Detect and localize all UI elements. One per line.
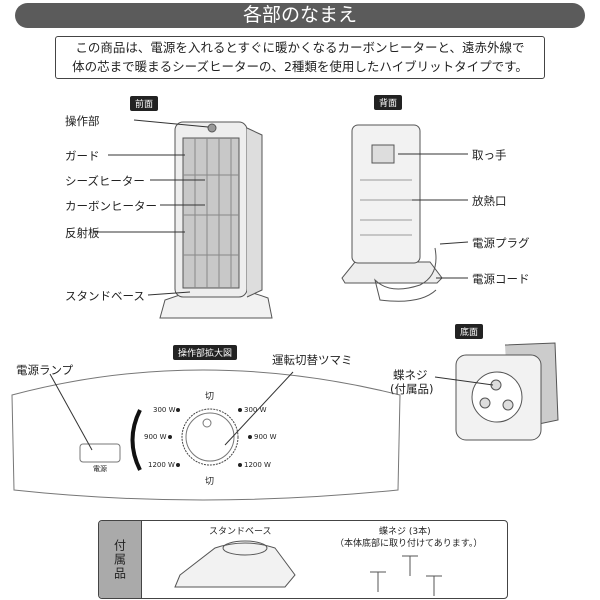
label-power-plug: 電源プラグ [472,236,530,250]
intro-box: この商品は、電源を入れるとすぐに暖かくなるカーボンヒーターと、遠赤外線で 体の芯… [55,36,545,79]
label-control-unit: 操作部 [65,114,100,128]
left-300w: 300 W [153,406,176,414]
accessories-heading: 付属品 [99,521,142,598]
back-heater-illustration [341,124,469,302]
label-stand-base: スタンドベース [65,289,145,303]
bottom-view-illustration [434,342,559,441]
off-mark-top: 切 [205,392,215,402]
intro-line-2: 体の芯まで暖まるシーズヒーターの、2種類を使用したハイブリットタイプです。 [72,59,528,74]
label-power-cord: 電源コード [472,272,530,286]
label-sheathed-heater: シーズヒーター [65,174,145,188]
label-mode-knob: 運転切替ツマミ [272,353,353,367]
label-carbon-heater: カーボンヒーター [65,199,157,213]
label-handle: 取っ手 [472,148,507,162]
right-900w: 900 W [254,433,277,441]
panel-badge: 操作部拡大図 [173,345,238,360]
label-wing-screw: 蝶ネジ [393,368,428,382]
lamp-text: 電源 [93,465,107,473]
back-badge: 背面 [374,95,403,110]
left-1200w: 1200 W [148,461,175,469]
label-guard: ガード [65,149,100,163]
front-badge: 前面 [130,96,159,111]
label-power-lamp: 電源ランプ [16,363,74,377]
front-heater-illustration [95,119,273,319]
control-panel-illustration [11,369,401,501]
page-title: 各部のなまえ [15,3,585,28]
intro-line-1: この商品は、電源を入れるとすぐに暖かくなるカーボンヒーターと、遠赤外線で [75,40,525,55]
bottom-badge: 底面 [455,324,484,339]
accessories-box: 付属品 スタンドベース 蝶ネジ (3本) （本体底部に取り付けてあります。） [98,520,508,599]
accessory-screw-note: （本体底部に取り付けてあります。） [335,539,483,549]
right-1200w: 1200 W [244,461,271,469]
accessory-illustrations [174,540,442,596]
label-included: (付属品) [390,382,434,396]
accessory-screw-title: 蝶ネジ (3本) [379,527,431,537]
left-900w: 900 W [144,433,167,441]
accessory-stand-base: スタンドベース [209,527,272,537]
wing-screw-icons [370,555,442,596]
right-300w: 300 W [244,406,267,414]
label-vent: 放熱口 [472,194,507,208]
label-reflector: 反射板 [65,226,100,240]
off-mark-bottom: 切 [205,477,215,487]
